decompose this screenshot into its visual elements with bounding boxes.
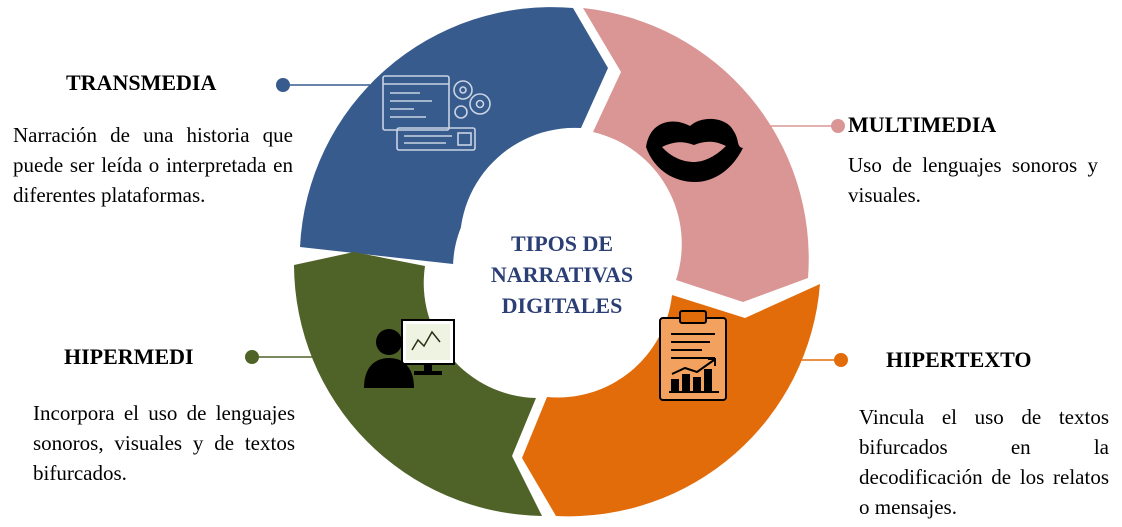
hipertexto-description: Vincula el uso de textos bifurcados en l… [859,405,1109,519]
multimedia-description: Uso de lenguajes sonoros y visuales. [848,153,1098,207]
multimedia-title: MULTIMEDIA [848,112,997,137]
center-label-line2: NARRATIVAS [490,262,634,287]
segment-hipermedi [294,252,542,516]
transmedia-description: Narración de una historia que puede ser … [13,123,293,207]
connector-dot-multimedia [831,119,845,133]
person-monitor-icon [364,319,455,388]
connector-dot-hipermedi [245,350,259,364]
hipermedi-description: Incorpora el uso de lenguajes sonoros, v… [33,401,295,485]
connector-dot-hipertexto [834,353,848,367]
transmedia-title: TRANSMEDIA [66,70,217,95]
center-label: TIPOS DE NARRATIVAS DIGITALES [478,228,646,321]
connectors [245,78,848,367]
clipboard-chart-icon [659,310,727,401]
segment-transmedia [300,7,608,266]
computer-code-gears-icon [382,75,491,151]
center-circle [453,161,667,375]
hipermedi-title: HIPERMEDI [64,344,194,369]
center-label-line1: TIPOS DE [510,231,614,256]
center-label-line3: DIGITALES [501,293,623,318]
lips-icon [646,118,743,182]
connector-dot-transmedia [276,78,290,92]
hipertexto-title: HIPERTEXTO [886,347,1032,372]
